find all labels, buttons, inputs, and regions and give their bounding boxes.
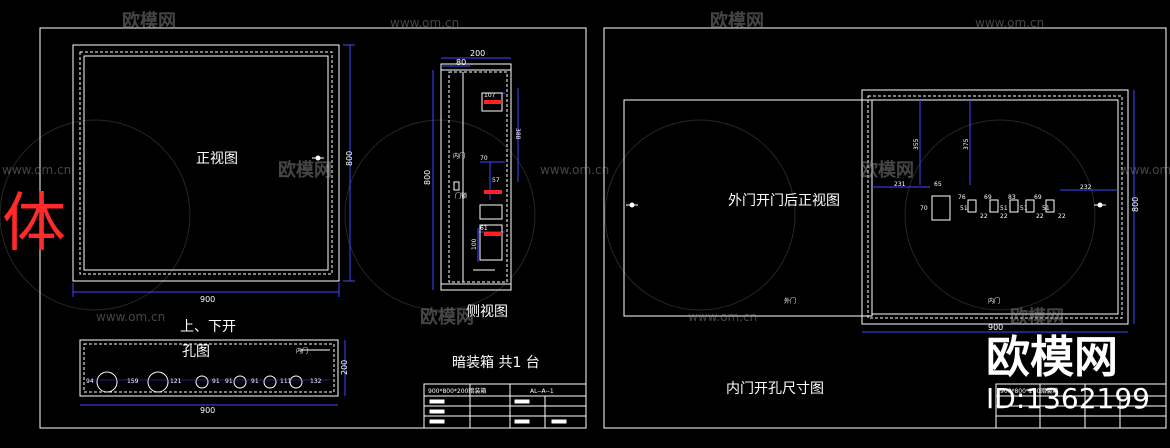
- right-dim-row-8: 83: [1008, 194, 1016, 201]
- right-height-dim: 800: [1131, 197, 1140, 212]
- right-dim-row-2: 65: [934, 181, 942, 188]
- front-height-dim: 800: [345, 151, 354, 166]
- side-dim-1: 107: [484, 92, 496, 99]
- watermark-circles: [0, 119, 1096, 311]
- side-dim-4: 57: [492, 177, 500, 184]
- right-title-block-spec: 900*800*200暗装箱: [1000, 387, 1058, 395]
- watermark-brand-1: 欧模网: [122, 10, 176, 32]
- holes-view: [79, 339, 346, 406]
- holes-title-line2: 孔图: [182, 344, 210, 360]
- side-dim-3: 70: [480, 155, 488, 162]
- side-dim-5: 61: [480, 225, 488, 232]
- right-dim-bottom-4: 22: [1058, 213, 1066, 220]
- side-dim-6: 100: [471, 238, 478, 250]
- right-dim-row-11: 51: [1042, 205, 1050, 212]
- side-width-dim: 200: [470, 49, 485, 58]
- front-view: [72, 44, 355, 297]
- right-dim-top-2: 375: [963, 138, 970, 150]
- title-block-code: AL--A--1: [530, 388, 554, 395]
- watermark-url-1: www.om.cn: [390, 16, 459, 30]
- watermark-id: ID:1362199: [986, 382, 1150, 415]
- right-sheet: 外门开门后正视图 内门开孔尺寸图 外门 内门 900 800 355 375 2…: [603, 27, 1167, 429]
- hole-dim-5: 91: [225, 378, 233, 385]
- watermark-brand-large: 欧模网: [986, 332, 1118, 383]
- left-sheet: 正视图 侧视图 上、下开 孔图 暗装箱 共1 台 体 900 800 200 8…: [2, 27, 587, 429]
- watermark-url-2: www.om.cn: [975, 16, 1044, 30]
- inner-door-title: 内门开孔尺寸图: [726, 381, 824, 397]
- right-dim-row-12: 232: [1080, 184, 1092, 191]
- watermark-url-3: www.om.cn: [2, 163, 71, 177]
- watermark-brand-6: 欧模网: [1010, 306, 1064, 328]
- side-dim-2: 388: [514, 128, 521, 140]
- right-dim-bottom-1: 22: [980, 213, 988, 220]
- left-sheet-border: [39, 27, 587, 429]
- watermark-url-5: www.om.cn: [1120, 163, 1170, 177]
- right-dim-bottom-2: 22: [1000, 213, 1008, 220]
- right-dim-row-10: 69: [1034, 194, 1042, 201]
- right-dim-row-9: 51: [1020, 205, 1028, 212]
- inner-door-panel: [861, 89, 1135, 333]
- side-height-dim: 800: [423, 170, 432, 185]
- watermark-brand-3: 欧模网: [278, 159, 332, 181]
- right-dim-row-5: 51: [960, 205, 968, 212]
- right-dim-row-4: 76: [958, 194, 966, 201]
- side-note-2: 门锁: [455, 192, 467, 200]
- hole-dim-4: 91: [212, 378, 220, 385]
- side-sub-dim: 80: [456, 58, 466, 67]
- front-view-title: 正视图: [196, 151, 238, 167]
- right-dim-row-6: 69: [984, 194, 992, 201]
- outer-door-title: 外门开门后正视图: [728, 193, 840, 209]
- outer-door-note: 外门: [784, 297, 796, 305]
- right-dim-top-1: 355: [913, 138, 920, 150]
- hole-dim-8: 132: [310, 378, 322, 385]
- hole-dim-2: 159: [127, 378, 139, 385]
- watermark-brand-5: 欧模网: [420, 306, 474, 328]
- front-width-dim: 900: [200, 295, 215, 304]
- holes-title-line1: 上、下开: [180, 319, 236, 335]
- watermarks: 欧模网 www.om.cn 欧模网 www.om.cn www.om.cn 欧模…: [2, 10, 1170, 415]
- cabinet-summary: 暗装箱 共1 台: [452, 355, 540, 371]
- hole-dim-6: 91: [251, 378, 259, 385]
- side-view: [432, 57, 519, 291]
- hole-depth-dim: 200: [340, 360, 349, 375]
- hole-dim-7: 111: [280, 378, 292, 385]
- left-title-block: [423, 383, 587, 429]
- side-view-title: 侧视图: [466, 304, 508, 320]
- right-dim-row-7: 51: [1000, 205, 1008, 212]
- red-handwritten-mark: 体: [2, 187, 66, 261]
- watermark-url-4: www.om.cn: [540, 163, 609, 177]
- right-sheet-border: [603, 27, 1167, 429]
- watermark-url-6: www.om.cn: [96, 310, 165, 324]
- right-width-dim: 900: [988, 323, 1003, 332]
- right-dim-row-3: 70: [920, 205, 928, 212]
- inner-door-note: 内门: [988, 297, 1000, 305]
- title-block-spec: 900*800*200暗装箱: [428, 387, 486, 395]
- hole-width-dim: 900: [200, 406, 215, 415]
- hole-dim-1: 94: [86, 378, 94, 385]
- right-title-block: [995, 383, 1167, 429]
- right-dim-row-1: 231: [894, 181, 906, 188]
- side-note-1: 内门: [453, 152, 465, 160]
- hole-dim-3: 121: [170, 378, 182, 385]
- watermark-brand-2: 欧模网: [710, 10, 764, 32]
- right-dim-bottom-3: 22: [1036, 213, 1044, 220]
- watermark-url-7: www.om.cn: [688, 310, 757, 324]
- hole-note: 内门: [296, 347, 308, 355]
- watermark-brand-4: 欧模网: [860, 159, 914, 181]
